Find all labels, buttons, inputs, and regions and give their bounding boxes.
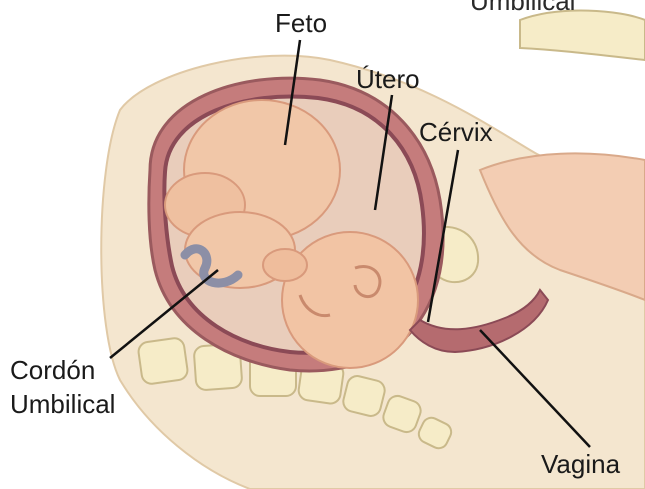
label-umbilical-top: Umbilical: [470, 0, 575, 16]
label-cervix: Cérvix: [419, 117, 493, 147]
label-uterus: Útero: [356, 64, 420, 94]
label-umbilical-cord-line1: Cordón: [10, 355, 95, 385]
label-vagina: Vagina: [541, 449, 620, 479]
label-fetus: Feto: [275, 8, 327, 38]
label-umbilical-cord-line2: Umbilical: [10, 389, 115, 419]
